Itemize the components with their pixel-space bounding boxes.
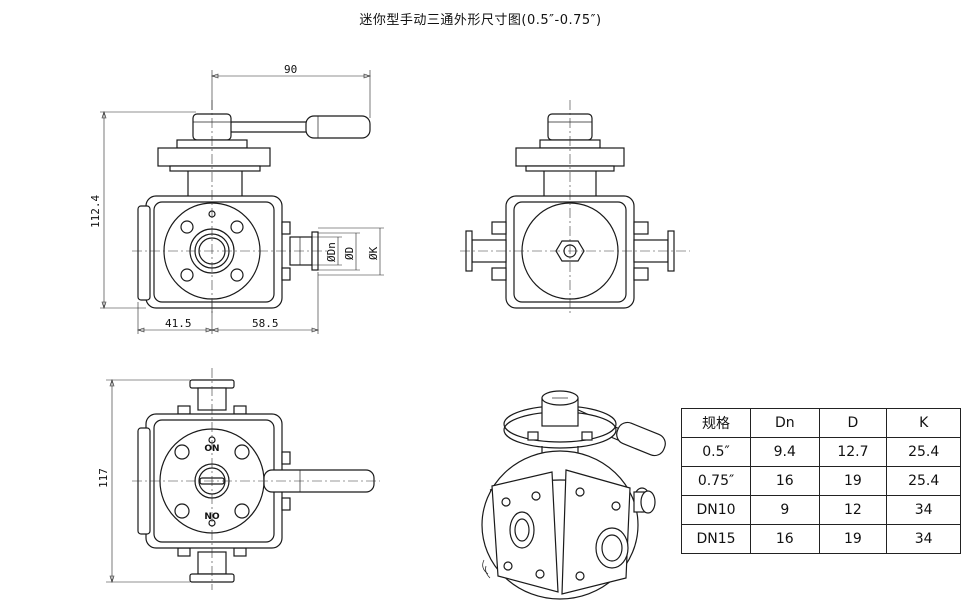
front-view: 90 112.4 41.5 58.5 ØDn <box>89 63 384 334</box>
table-cell: 34 <box>886 495 961 525</box>
table-row: DN15 16 19 34 <box>680 524 961 554</box>
bottom-view: ON NO 117 <box>97 368 380 590</box>
table-cell: 25.4 <box>886 437 961 467</box>
header-d: D <box>818 408 888 438</box>
dim-58-5: 58.5 <box>252 317 279 330</box>
table-cell: 16 <box>750 524 820 554</box>
table-cell: 16 <box>750 466 820 496</box>
table-row: DN10 9 12 34 <box>680 495 961 525</box>
dim-phi-k: ØK <box>367 246 380 260</box>
table-cell: 19 <box>818 524 888 554</box>
table-cell: 12.7 <box>818 437 888 467</box>
dim-112-4: 112.4 <box>89 195 102 228</box>
side-view <box>460 100 690 315</box>
table-header-row: 规格 Dn D K <box>680 408 961 438</box>
dim-phi-dn: ØDn <box>325 242 338 262</box>
table-cell: 9.4 <box>750 437 820 467</box>
dim-41-5: 41.5 <box>165 317 192 330</box>
header-spec: 规格 <box>680 408 752 438</box>
header-dn: Dn <box>750 408 820 438</box>
table-cell: 9 <box>750 495 820 525</box>
table-row: 0.5″ 9.4 12.7 25.4 <box>680 437 961 467</box>
table-cell: 0.5″ <box>680 437 752 467</box>
table-cell: 25.4 <box>886 466 961 496</box>
isometric-view <box>481 390 666 600</box>
dim-phi-d: ØD <box>343 247 356 260</box>
table-cell: DN15 <box>680 524 752 554</box>
drawing-title: 迷你型手动三通外形尺寸图(0.5″-0.75″) <box>359 13 602 28</box>
header-k: K <box>886 408 961 438</box>
dim-117: 117 <box>97 468 110 488</box>
table-cell: 19 <box>818 466 888 496</box>
spec-table: 规格 Dn D K 0.5″ 9.4 12.7 25.4 0.75″ 16 19… <box>680 408 961 554</box>
table-cell: 34 <box>886 524 961 554</box>
dim-90: 90 <box>284 63 297 76</box>
table-cell: DN10 <box>680 495 752 525</box>
table-cell: 0.75″ <box>680 466 752 496</box>
table-row: 0.75″ 16 19 25.4 <box>680 466 961 496</box>
table-cell: 12 <box>818 495 888 525</box>
